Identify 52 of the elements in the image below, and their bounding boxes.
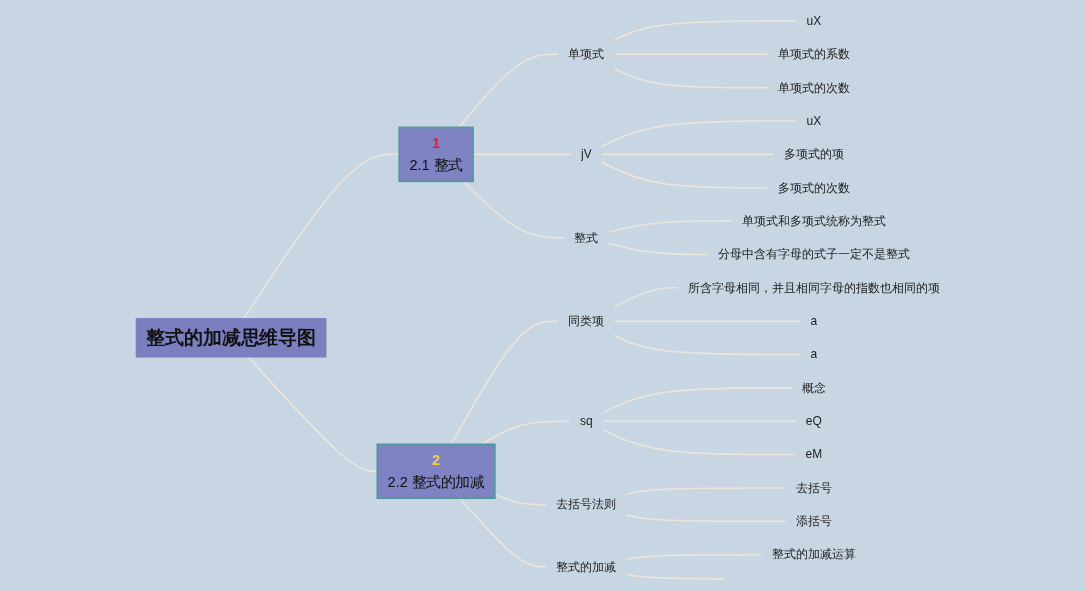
node-text: eM (805, 447, 823, 461)
connector (450, 320, 559, 446)
connector (602, 420, 797, 422)
node-text: jV (581, 147, 592, 161)
connector (462, 180, 565, 239)
node-text: 单项式的系数 (777, 47, 850, 61)
node-text: sq (580, 413, 593, 428)
node-text: a (810, 347, 818, 361)
connector (480, 420, 571, 446)
connector (601, 153, 775, 156)
connector (607, 220, 733, 233)
node-text: 添括号 (795, 514, 832, 528)
node-text: uX (806, 113, 822, 128)
connector (602, 387, 793, 414)
connector (613, 320, 801, 322)
node-text: 单项式 (568, 47, 605, 61)
connector (243, 153, 400, 320)
node-text: 去括号法则 (556, 497, 617, 512)
node-text: 多项式的次数 (777, 180, 850, 195)
node-text: 整式 (574, 230, 599, 245)
node-text: 所含字母相同，并且相同字母的指数也相同的项 (688, 280, 940, 295)
connector (602, 428, 797, 456)
node-box: 2 2.2 整式的加减 (376, 443, 496, 500)
connector (625, 487, 787, 496)
connector (625, 553, 763, 561)
connector (601, 120, 798, 148)
node-text: 单项式的次数 (777, 80, 850, 95)
connector (625, 573, 725, 580)
node-text: 去括号 (795, 480, 832, 495)
node-text: 整式的加减 (556, 559, 617, 574)
connector (613, 287, 679, 308)
connector (494, 493, 547, 506)
node-text: 整式的加减运算 (771, 547, 856, 562)
node-box: 1 2.1 整式 (398, 126, 474, 183)
connector (613, 334, 801, 356)
connector (607, 242, 709, 256)
connector (613, 53, 769, 56)
connector (613, 67, 769, 89)
node-text: 单项式和多项式统称为整式 (742, 213, 886, 228)
node-box: 整式的加减思维导图 (135, 318, 327, 358)
connector (601, 161, 769, 189)
connector (625, 514, 787, 523)
node-text: 分母中含有字母的式子一定不是整式 (718, 247, 910, 261)
node-text: eQ (805, 413, 822, 428)
connector (459, 497, 547, 568)
node-text: uX (806, 13, 822, 28)
node-text: 概念 (801, 380, 826, 395)
node-text: 多项式的项 (783, 147, 844, 161)
connector (613, 20, 798, 41)
node-text: 同类项 (568, 313, 605, 328)
node-text: a (810, 313, 818, 328)
connector (458, 53, 559, 129)
